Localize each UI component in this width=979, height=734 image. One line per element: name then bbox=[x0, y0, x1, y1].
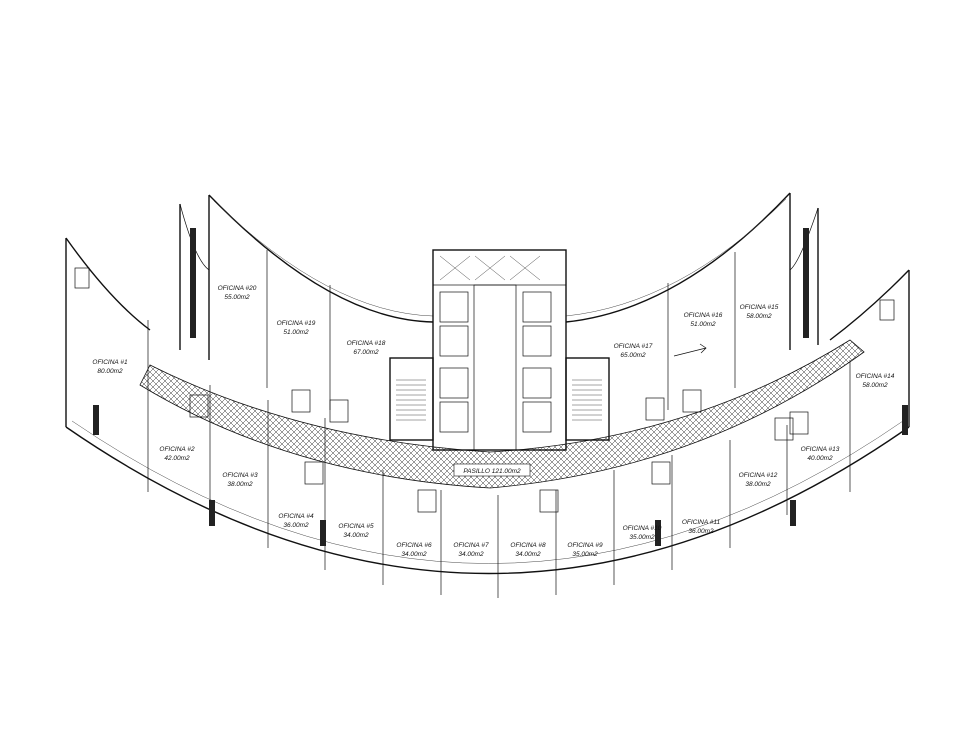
office-area: 58.00m2 bbox=[862, 382, 888, 389]
office-label-7: OFICINA #7 34.00m2 bbox=[453, 542, 489, 558]
office-area: 35.00m2 bbox=[629, 534, 655, 541]
office-name: OFICINA #16 bbox=[684, 312, 723, 319]
right-wing-step-arc bbox=[789, 207, 819, 271]
office-area: 34.00m2 bbox=[343, 532, 369, 539]
central-core bbox=[389, 249, 610, 451]
office-name: OFICINA #20 bbox=[218, 285, 257, 292]
inner-facade-wall-right bbox=[565, 192, 791, 323]
office-area: 34.00m2 bbox=[515, 551, 541, 558]
office-area: 80.00m2 bbox=[97, 368, 123, 375]
office-label-9: OFICINA #9 35.00m2 bbox=[567, 542, 603, 558]
office-label-17: OFICINA #17 65.00m2 bbox=[614, 343, 653, 359]
left-wing-inner-wall bbox=[65, 237, 151, 331]
office-area: 36.00m2 bbox=[688, 528, 714, 535]
office-area: 35.00m2 bbox=[572, 551, 598, 558]
office-label-2: OFICINA #2 42.00m2 bbox=[159, 446, 195, 462]
office-label-11: OFICINA #11 36.00m2 bbox=[682, 519, 721, 535]
office-name: OFICINA #14 bbox=[856, 373, 895, 380]
corridor-label: PASILLO 121.00m2 bbox=[463, 468, 521, 475]
office-label-5: OFICINA #5 34.00m2 bbox=[338, 523, 374, 539]
corridor-hatch bbox=[139, 339, 865, 489]
facade-columns bbox=[93, 228, 908, 546]
office-area: 55.00m2 bbox=[224, 294, 250, 301]
office-name: OFICINA #19 bbox=[277, 320, 316, 327]
office-area: 67.00m2 bbox=[353, 349, 379, 356]
office-name: OFICINA #7 bbox=[453, 542, 489, 549]
office-area: 58.00m2 bbox=[746, 313, 772, 320]
office-name: OFICINA #1 bbox=[92, 359, 128, 366]
office-area: 34.00m2 bbox=[458, 551, 484, 558]
office-partitions bbox=[147, 250, 851, 598]
office-area: 38.00m2 bbox=[227, 481, 253, 488]
office-label-13: OFICINA #13 40.00m2 bbox=[801, 446, 840, 462]
office-area: 51.00m2 bbox=[283, 329, 309, 336]
office-name: OFICINA #4 bbox=[278, 513, 314, 520]
office-label-4: OFICINA #4 36.00m2 bbox=[278, 513, 314, 529]
office-name: OFICINA #15 bbox=[740, 304, 779, 311]
office-area: 42.00m2 bbox=[164, 455, 190, 462]
office-name: OFICINA #2 bbox=[159, 446, 195, 453]
office-label-10: OFICINA #10 35.00m2 bbox=[623, 525, 662, 541]
right-wing-inner-wall bbox=[829, 269, 910, 341]
office-name: OFICINA #18 bbox=[347, 340, 386, 347]
office-name: OFICINA #8 bbox=[510, 542, 546, 549]
office-name: OFICINA #9 bbox=[567, 542, 603, 549]
office-name: OFICINA #6 bbox=[396, 542, 432, 549]
office-area: 40.00m2 bbox=[807, 455, 833, 462]
office-name: OFICINA #5 bbox=[338, 523, 374, 530]
office-area: 38.00m2 bbox=[745, 481, 771, 488]
office-label-12: OFICINA #12 38.00m2 bbox=[739, 472, 778, 488]
office-label-8: OFICINA #8 34.00m2 bbox=[510, 542, 546, 558]
office-name: OFICINA #11 bbox=[682, 519, 721, 526]
inner-facade-inner-line-right bbox=[565, 198, 787, 317]
arrow-icon bbox=[673, 343, 707, 357]
office-label-20: OFICINA #20 55.00m2 bbox=[218, 285, 257, 301]
office-name: OFICINA #12 bbox=[739, 472, 778, 479]
office-label-1: OFICINA #1 80.00m2 bbox=[92, 359, 128, 375]
outer-facade-inner-line bbox=[71, 420, 904, 564]
office-label-14: OFICINA #14 58.00m2 bbox=[856, 373, 895, 389]
restroom-blocks bbox=[74, 267, 895, 513]
office-name: OFICINA #13 bbox=[801, 446, 840, 453]
office-name: OFICINA #17 bbox=[614, 343, 653, 350]
office-label-18: OFICINA #18 67.00m2 bbox=[347, 340, 386, 356]
office-name: OFICINA #10 bbox=[623, 525, 662, 532]
inner-facade-inner-line bbox=[213, 200, 434, 317]
office-label-15: OFICINA #15 58.00m2 bbox=[740, 304, 779, 320]
inner-facade-wall bbox=[208, 194, 434, 323]
corridor-label-box bbox=[453, 463, 531, 477]
office-area: 51.00m2 bbox=[690, 321, 716, 328]
office-label-19: OFICINA #19 51.00m2 bbox=[277, 320, 316, 336]
office-label-16: OFICINA #16 51.00m2 bbox=[684, 312, 723, 328]
office-area: 34.00m2 bbox=[401, 551, 427, 558]
office-area: 65.00m2 bbox=[620, 352, 646, 359]
office-name: OFICINA #3 bbox=[222, 472, 258, 479]
office-area: 36.00m2 bbox=[283, 522, 309, 529]
office-label-3: OFICINA #3 38.00m2 bbox=[222, 472, 258, 488]
office-label-6: OFICINA #6 34.00m2 bbox=[396, 542, 432, 558]
